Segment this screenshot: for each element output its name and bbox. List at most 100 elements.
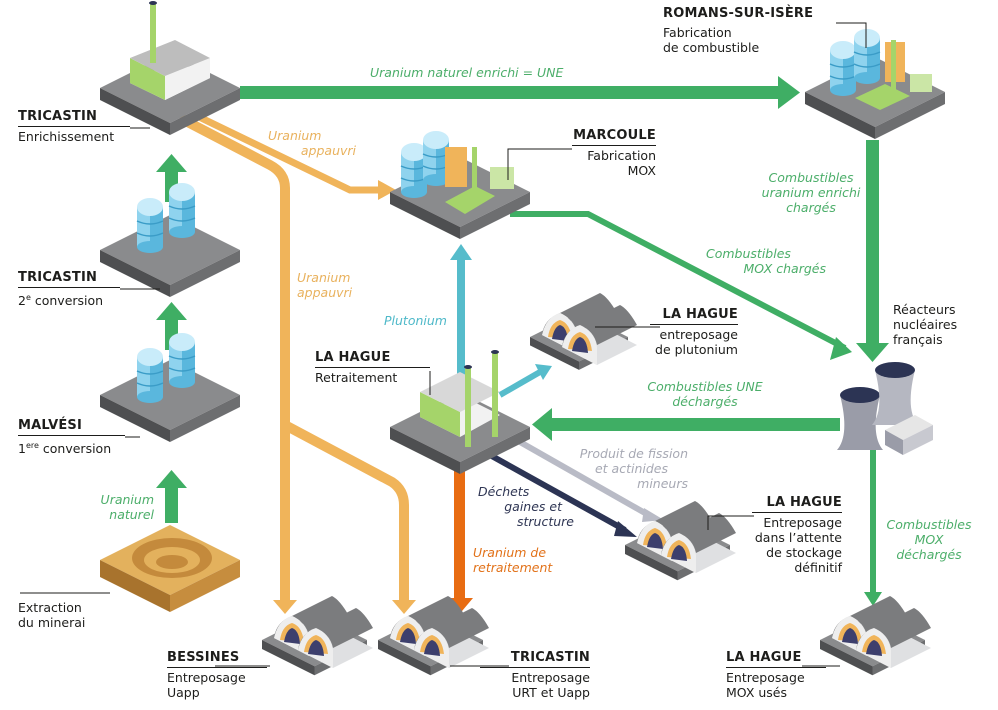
flow-line: mineurs [637, 476, 688, 491]
arrow-fission [518, 439, 664, 522]
site-desc-line: définitif [794, 560, 842, 575]
site-name: LA HAGUE [752, 495, 842, 513]
site-desc-line: Entreposage [167, 670, 246, 685]
label-reactors: Réacteurs nucléaires français [893, 302, 957, 347]
flow-line: appauvri [300, 143, 356, 158]
label-romans: ROMANS-SUR-ISÈRE Fabrication de combusti… [663, 6, 813, 55]
bessines-storage [262, 596, 373, 676]
flow-line: structure [516, 514, 574, 529]
extraction-mine [100, 525, 240, 612]
site-name: LA HAGUE [650, 307, 738, 325]
site-desc-line: Fabrication [663, 25, 732, 40]
la-hague-mox-storage [820, 596, 931, 676]
flow-line: déchargés [672, 394, 738, 409]
arrow-uapp-to-marcoule [193, 111, 396, 200]
flow-line: uranium enrichi [761, 185, 861, 200]
flow-line: Déchets [478, 484, 530, 499]
flow-line: Uranium de [473, 545, 547, 560]
site-desc-line: URT et Uapp [512, 685, 590, 700]
site-desc-line: nucléaires [893, 317, 958, 332]
site-desc: Retraitement [315, 370, 398, 385]
arrow-extraction-to-conv1 [156, 470, 187, 523]
flow-label-comb-mox-charges: Combustibles MOX chargés [706, 246, 826, 276]
site-name: LA HAGUE [726, 650, 826, 668]
flow-line: Combustibles [886, 517, 972, 532]
site-desc-line: Fabrication [587, 148, 656, 163]
label-tricastin-storage: TRICASTIN Entreposage URT et Uapp [480, 650, 590, 700]
arrow-dechets [488, 452, 637, 537]
tricastin-storage [378, 596, 489, 676]
arrow-plutonium-to-marcoule [450, 244, 472, 388]
arrow-reactors-to-mox-storage [864, 450, 882, 606]
site-desc-line: du minerai [18, 615, 86, 630]
site-desc-line: français [893, 332, 943, 347]
site-desc-line: dans l’attente [754, 530, 842, 545]
flow-label-fission: Produit de fission et actinides mineurs [560, 446, 688, 491]
site-desc-line: Réacteurs [893, 302, 956, 317]
label-tricastin-conversion: TRICASTIN 2e conversion [18, 270, 120, 308]
la-hague-plutonium-storage [530, 293, 637, 370]
site-desc: 1ere conversion [18, 441, 112, 457]
site-desc-line: Uapp [167, 685, 200, 700]
site-desc-line: Entreposage [763, 515, 842, 530]
arrow-romans-to-reactors [856, 140, 889, 362]
site-desc-line: de combustible [663, 40, 760, 55]
site-desc-line: Entreposage [511, 670, 590, 685]
flow-line: Uranium [100, 492, 154, 507]
flow-line: Combustibles [706, 246, 791, 261]
arrow-plutonium-to-storage [498, 364, 552, 398]
flow-line: chargés [786, 200, 836, 215]
site-name: MARCOULE [572, 128, 656, 146]
flow-line: retraitement [473, 560, 553, 575]
site-name: ROMANS-SUR-ISÈRE [663, 6, 814, 21]
site-desc-line: Extraction [18, 600, 82, 615]
flow-label-comb-ue-charges: Combustibles uranium enrichi chargés [755, 170, 867, 215]
flow-line: appauvri [297, 285, 353, 300]
romans-facility [805, 28, 945, 139]
tricastin-enrichment-facility [100, 1, 240, 135]
reactors [837, 362, 933, 455]
site-name: TRICASTIN [18, 270, 120, 288]
arrow-urt [446, 470, 473, 614]
flow-line: Uranium [268, 128, 322, 143]
site-name: MALVÉSI [18, 418, 125, 436]
site-desc-line: MOX usés [726, 685, 787, 700]
label-extraction: Extraction du minerai [18, 600, 85, 630]
flow-label-uapp-1: Uranium appauvri [268, 128, 356, 158]
flow-line: Combustibles [768, 170, 854, 185]
site-desc: 2e conversion [18, 293, 104, 309]
label-tricastin-enrichment: TRICASTIN Enrichissement [18, 109, 130, 144]
site-desc-line: MOX [627, 163, 656, 178]
site-name: TRICASTIN [18, 109, 130, 127]
arrow-une [240, 76, 800, 109]
flow-label-comb-mox-decharges: Combustibles MOX déchargés [880, 517, 978, 562]
label-marcoule: MARCOULE Fabrication MOX [572, 128, 656, 178]
site-desc: Enrichissement [18, 129, 115, 144]
tricastin-conversion-facility [100, 182, 240, 297]
flow-line: naturel [109, 507, 154, 522]
site-desc-line: de plutonium [655, 342, 738, 357]
flow-label-uranium-naturel: Uranium naturel [96, 492, 154, 522]
flow-line: Combustibles UNE [647, 379, 763, 394]
flow-label-plutonium: Plutonium [384, 313, 447, 328]
label-la-hague-mox: LA HAGUE Entreposage MOX usés [726, 650, 826, 700]
flow-line: Uranium [297, 270, 351, 285]
flow-line: Produit de fission [579, 446, 688, 461]
flow-line: MOX [914, 532, 944, 547]
site-desc-line: Entreposage [726, 670, 805, 685]
flow-label-comb-une-decharges: Combustibles UNE déchargés [640, 379, 770, 409]
label-la-hague-plutonium: LA HAGUE entreposage de plutonium [650, 307, 738, 357]
site-name: TRICASTIN [480, 650, 590, 668]
flow-line: MOX chargés [743, 261, 826, 276]
flow-line: et actinides [594, 461, 668, 476]
label-la-hague-final-storage: LA HAGUE Entreposage dans l’attente de s… [752, 495, 842, 575]
marcoule-facility [390, 130, 530, 239]
label-bessines: BESSINES Entreposage Uapp [167, 650, 267, 700]
arrow-reactors-to-hague [532, 408, 840, 441]
site-name: LA HAGUE [315, 350, 430, 368]
label-malvesi: MALVÉSI 1ere conversion [18, 418, 125, 456]
flow-label-urt: Uranium de retraitement [473, 545, 552, 575]
flow-label-une: Uranium naturel enrichi = UNE [370, 65, 564, 80]
label-la-hague-reprocessing: LA HAGUE Retraitement [315, 350, 430, 385]
